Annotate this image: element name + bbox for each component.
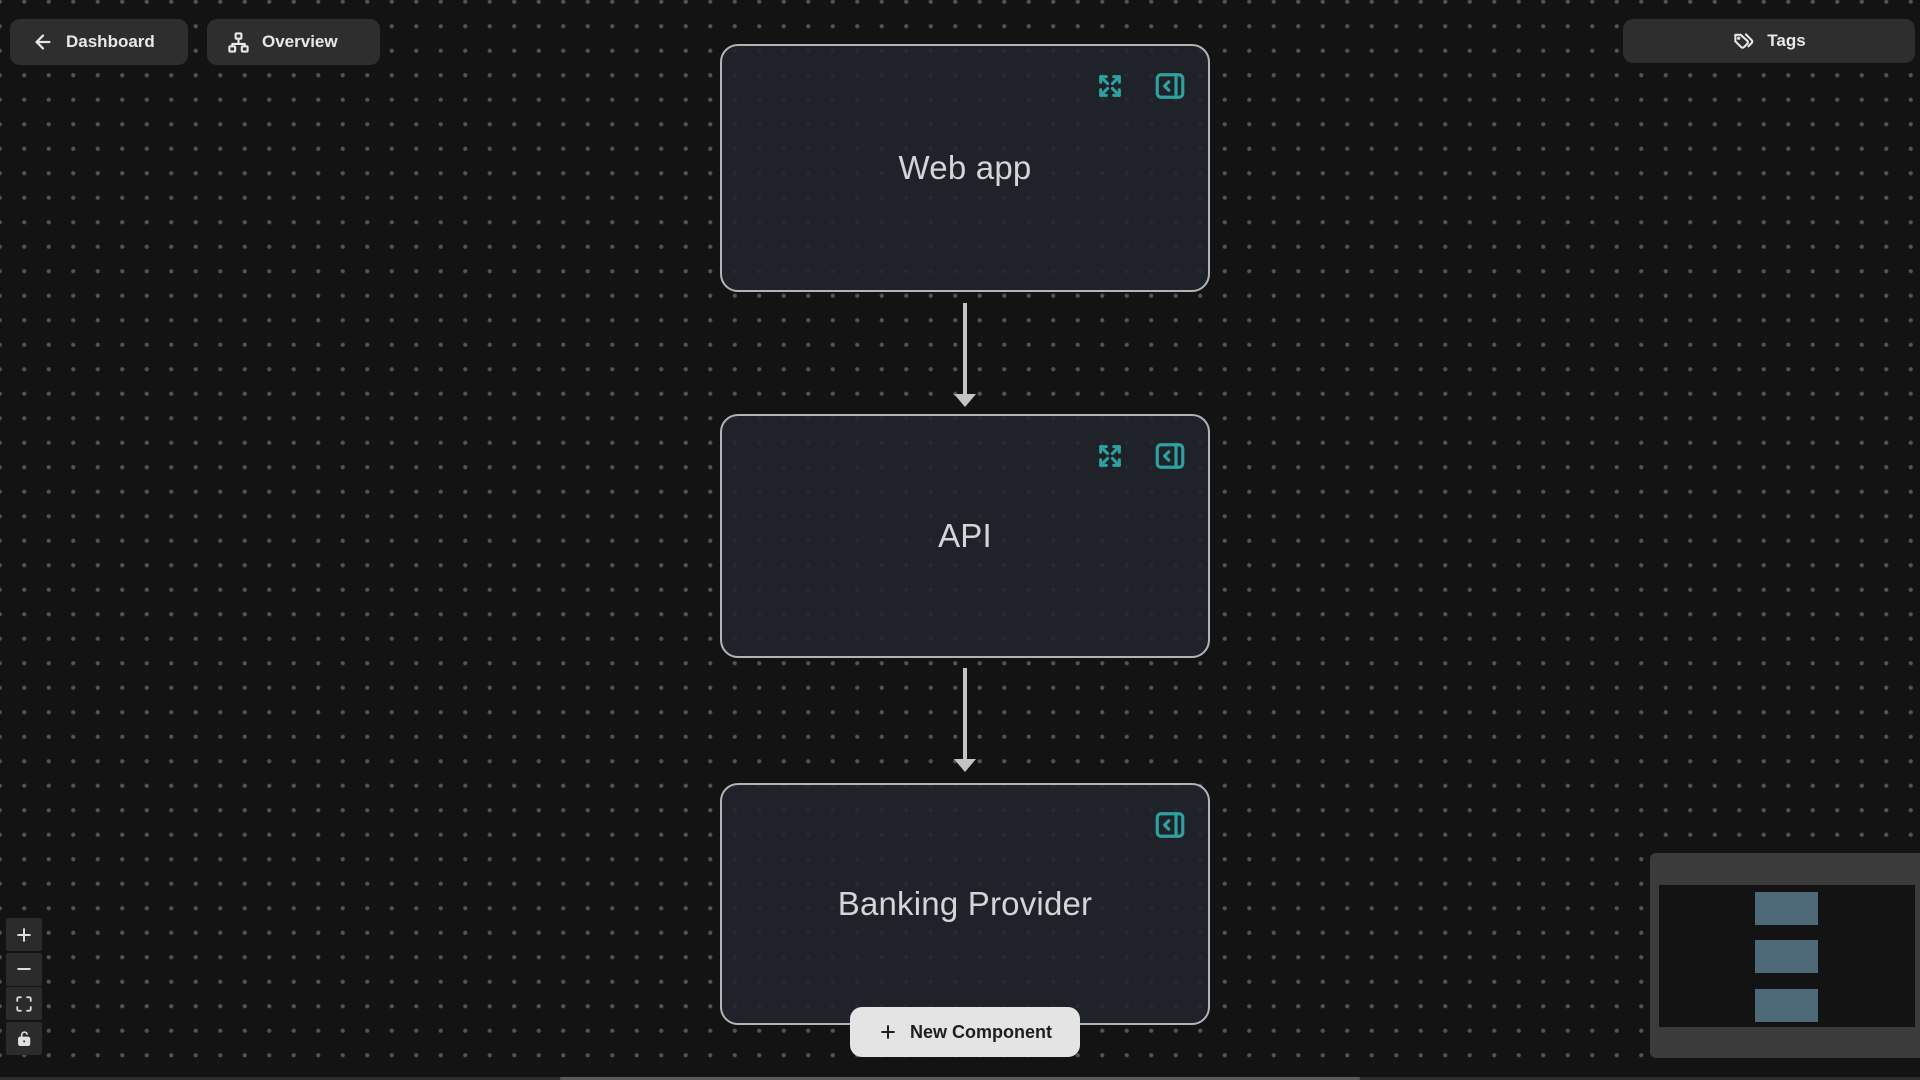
tags-icon bbox=[1734, 32, 1754, 49]
dashboard-label: Dashboard bbox=[66, 32, 155, 51]
dashboard-button[interactable]: Dashboard bbox=[10, 19, 188, 65]
minus-icon bbox=[17, 968, 31, 970]
zoom-out-button[interactable] bbox=[6, 952, 42, 986]
node-label: Banking Provider bbox=[837, 885, 1093, 922]
minimap-node bbox=[1755, 892, 1818, 925]
open-panel-icon[interactable] bbox=[1152, 68, 1188, 104]
expand-icon[interactable] bbox=[1094, 70, 1126, 102]
tags-button[interactable]: Tags bbox=[1623, 19, 1915, 63]
node-banking-provider[interactable]: Banking Provider bbox=[720, 783, 1210, 1025]
sitemap-icon bbox=[228, 31, 249, 53]
edge-webapp-to-api[interactable] bbox=[954, 303, 976, 407]
node-label: Web app bbox=[898, 149, 1032, 186]
minimap-node bbox=[1755, 989, 1818, 1022]
open-panel-icon[interactable] bbox=[1152, 807, 1188, 843]
zoom-in-button[interactable] bbox=[6, 918, 42, 951]
edge-line bbox=[963, 303, 967, 394]
fit-view-icon bbox=[16, 995, 32, 1012]
scrollbar-thumb[interactable] bbox=[560, 1077, 1360, 1080]
plus-icon bbox=[881, 1025, 895, 1039]
lock-open-icon bbox=[17, 1030, 30, 1046]
edge-api-to-banking[interactable] bbox=[954, 668, 976, 772]
node-api[interactable]: API bbox=[720, 414, 1210, 658]
open-panel-icon[interactable] bbox=[1152, 438, 1188, 474]
node-label: API bbox=[938, 517, 992, 554]
arrow-left-icon bbox=[35, 34, 51, 50]
edge-arrowhead bbox=[954, 394, 976, 407]
fit-view-button[interactable] bbox=[6, 987, 42, 1020]
minimap-viewport[interactable] bbox=[1659, 885, 1915, 1027]
new-component-button[interactable]: New Component bbox=[850, 1007, 1080, 1057]
plus-icon bbox=[17, 927, 31, 942]
edge-line bbox=[963, 668, 967, 759]
new-component-label: New Component bbox=[910, 1021, 1052, 1042]
node-web-app[interactable]: Web app bbox=[720, 44, 1210, 292]
overview-label: Overview bbox=[262, 32, 338, 51]
expand-icon[interactable] bbox=[1094, 440, 1126, 472]
minimap[interactable] bbox=[1650, 853, 1920, 1058]
tags-label: Tags bbox=[1767, 31, 1806, 50]
overview-button[interactable]: Overview bbox=[207, 19, 380, 65]
edge-arrowhead bbox=[954, 759, 976, 772]
horizontal-scrollbar[interactable] bbox=[0, 1077, 1920, 1080]
view-controls bbox=[6, 918, 42, 1056]
lock-toggle-button[interactable] bbox=[6, 1021, 42, 1055]
minimap-node bbox=[1755, 940, 1818, 973]
